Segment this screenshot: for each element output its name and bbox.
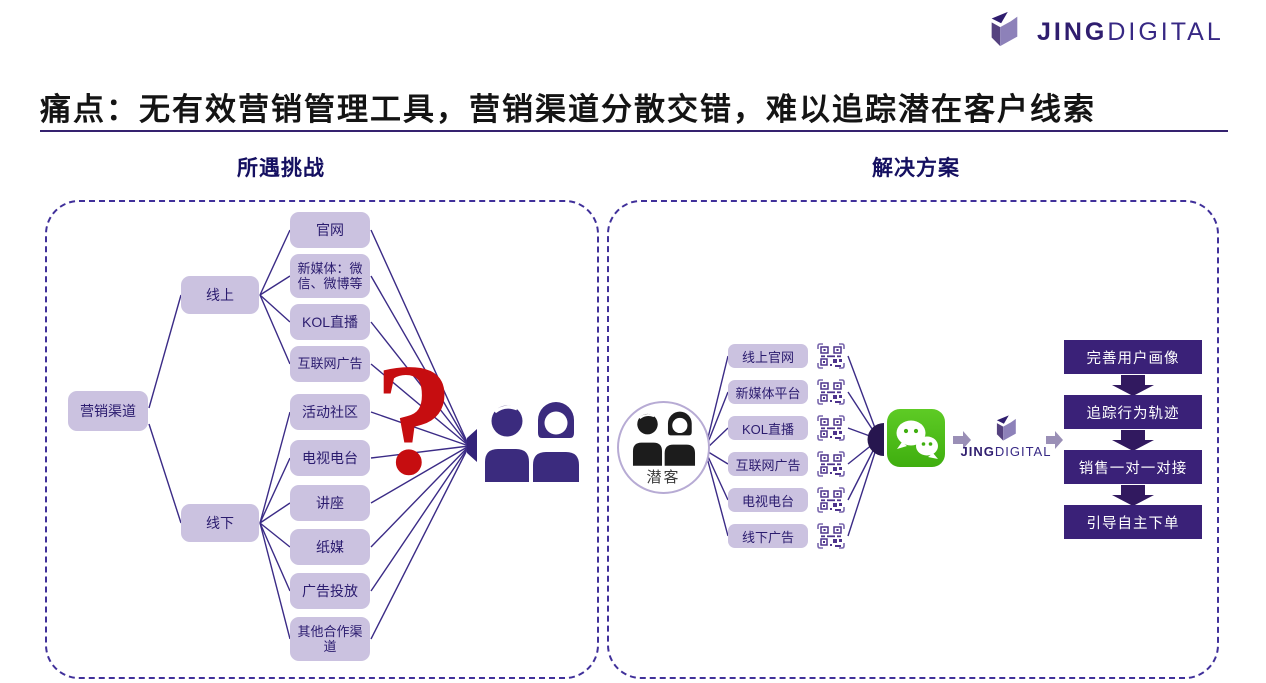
channel-box: 互联网广告 [290, 346, 370, 382]
title-underline [40, 130, 1228, 132]
logo-jing: JING [1037, 17, 1108, 46]
brand-digital: DIGITAL [994, 444, 1052, 459]
challenge-panel [45, 200, 599, 679]
challenge-header: 所遇挑战 [237, 157, 325, 180]
channel-box: 讲座 [290, 485, 370, 521]
channel-box: 官网 [290, 212, 370, 248]
solution-brand-wordmark: JINGDIGITAL [950, 444, 1062, 459]
solution-channel-box: 互联网广告 [728, 452, 808, 476]
channel-box: 其他合作渠道 [290, 617, 370, 661]
question-mark-icon: ? [374, 330, 454, 508]
page-title: 痛点：无有效营销管理工具，营销渠道分散交错，难以追踪潜在客户线索 [40, 92, 1096, 127]
logo-wordmark: JINGDIGITAL [1037, 18, 1224, 47]
step-box: 引导自主下单 [1064, 505, 1202, 539]
jingdigital-mark-icon [996, 415, 1016, 441]
channel-box: 活动社区 [290, 394, 370, 430]
prospect-circle: 潜客 [617, 401, 710, 494]
channel-box: 广告投放 [290, 573, 370, 609]
step-box: 追踪行为轨迹 [1064, 395, 1202, 429]
logo-digital: DIGITAL [1107, 17, 1224, 46]
solution-channel-box: 线上官网 [728, 344, 808, 368]
node-online: 线上 [181, 276, 259, 314]
qr-code-icons [817, 343, 845, 549]
channel-box: 纸媒 [290, 529, 370, 565]
brand-jing: JING [960, 444, 995, 459]
step-box: 销售一对一对接 [1064, 450, 1202, 484]
jingdigital-mark-icon [991, 11, 1018, 47]
solution-channel-box: 线下广告 [728, 524, 808, 548]
solution-panel [607, 200, 1219, 679]
audience-people-icon [485, 402, 579, 482]
channel-box: KOL直播 [290, 304, 370, 340]
solution-channel-box: 新媒体平台 [728, 380, 808, 404]
channel-box: 新媒体：微信、微博等 [290, 254, 370, 298]
step-box: 完善用户画像 [1064, 340, 1202, 374]
wechat-icon [887, 409, 945, 467]
company-logo: JINGDIGITAL [985, 10, 1224, 48]
solution-header: 解决方案 [872, 157, 960, 180]
solution-channel-box: 电视电台 [728, 488, 808, 512]
prospect-label: 潜客 [646, 469, 681, 486]
channel-box: 电视电台 [290, 440, 370, 476]
node-marketing-channels: 营销渠道 [68, 391, 148, 431]
prospect-people-icon [632, 411, 696, 466]
node-offline: 线下 [181, 504, 259, 542]
solution-channel-box: KOL直播 [728, 416, 808, 440]
